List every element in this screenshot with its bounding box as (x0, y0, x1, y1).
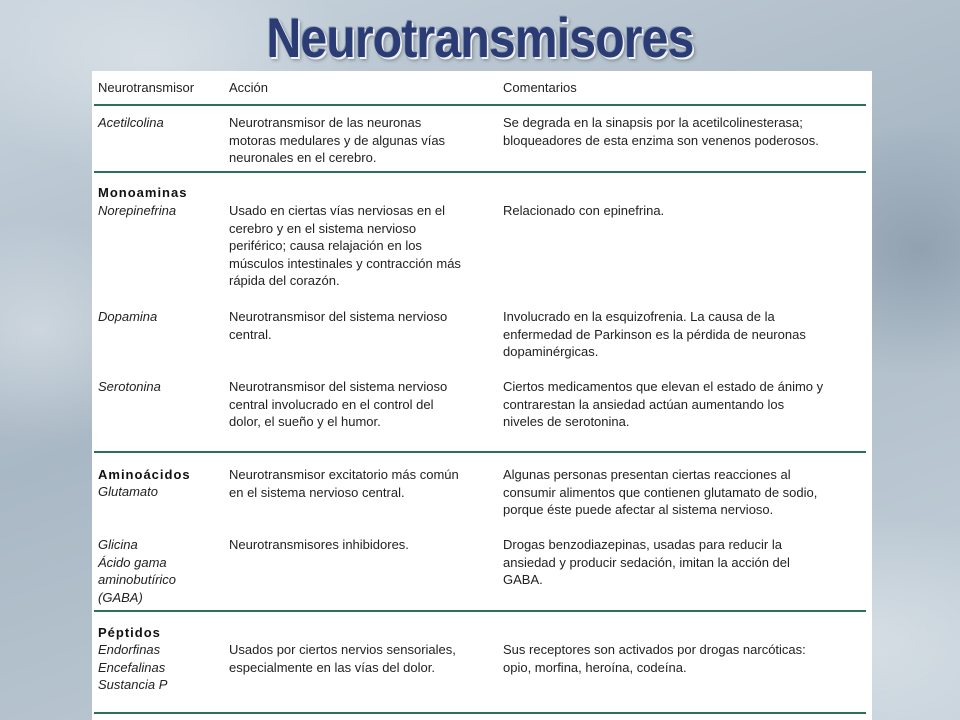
row-name: Dopamina (98, 309, 158, 324)
rule-section (94, 171, 866, 173)
row-name: Endorfinas Encefalinas Sustancia P (98, 642, 168, 693)
row-name: Glicina Ácido gama aminobutírico (GABA) (98, 537, 177, 605)
row-name: Norepinefrina (98, 203, 177, 218)
category-label: Monoaminas (98, 185, 188, 200)
row-name: Glutamato (98, 484, 158, 499)
row-action: Neurotransmisor del sistema nervioso cen… (229, 379, 448, 430)
neurotransmitter-table: Neurotransmisor Acción Comentarios Aceti… (92, 71, 872, 720)
row-comment: Involucrado en la esquizofrenia. La caus… (503, 309, 806, 360)
row-comment: Relacionado con epinefrina. (503, 203, 665, 218)
page-title: Neurotransmisores (266, 6, 694, 69)
rule-header (94, 104, 866, 106)
row-action: Usados por ciertos nervios sensoriales, … (229, 642, 456, 675)
rule-section (94, 610, 866, 612)
row-action: Neurotransmisores inhibidores. (229, 537, 409, 552)
row-comment: Se degrada en la sinapsis por la acetilc… (503, 115, 819, 148)
header-action: Acción (229, 80, 269, 95)
category-label: Péptidos (98, 625, 161, 640)
row-comment: Algunas personas presentan ciertas reacc… (503, 467, 818, 518)
rule-bottom (94, 712, 866, 714)
row-action: Usado en ciertas vías nerviosas en el ce… (229, 203, 461, 289)
row-action: Neurotransmisor de las neuronas motoras … (229, 115, 446, 166)
row-action: Neurotransmisor excitatorio más común en… (229, 467, 459, 500)
row-action: Neurotransmisor del sistema nervioso cen… (229, 309, 448, 342)
row-comment: Sus receptores son activados por drogas … (503, 642, 806, 675)
row-comment: Drogas benzodiazepinas, usadas para redu… (503, 537, 790, 588)
header-comments: Comentarios (503, 80, 577, 95)
category-label: Aminoácidos (98, 467, 191, 482)
row-name: Serotonina (98, 379, 161, 394)
row-comment: Ciertos medicamentos que elevan el estad… (503, 379, 824, 430)
header-neurotransmitter: Neurotransmisor (98, 80, 195, 95)
row-name: Acetilcolina (98, 115, 164, 130)
rule-section (94, 451, 866, 453)
